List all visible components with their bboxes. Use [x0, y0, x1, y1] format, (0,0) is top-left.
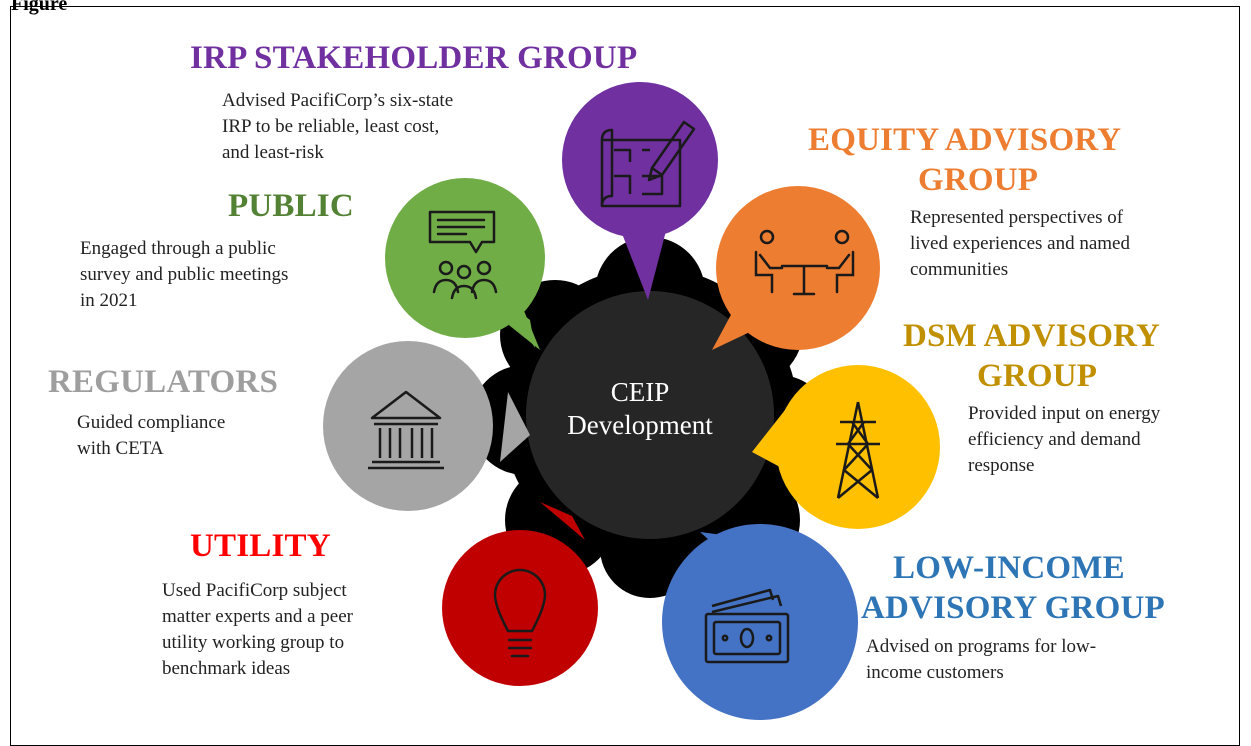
low-income-bubble [662, 524, 858, 720]
public-description: Engaged through a public survey and publ… [80, 236, 288, 314]
equity-desc-line: lived experiences and named [910, 233, 1130, 254]
equity-description: Represented perspectives of lived experi… [910, 205, 1130, 283]
figure-label: Figure [11, 0, 68, 15]
equity-desc-line: communities [910, 259, 1009, 280]
equity-title-line2: GROUP [918, 162, 1039, 198]
public-desc-line: in 2021 [80, 290, 138, 311]
dsm-desc-line: Provided input on energy [968, 403, 1161, 424]
center-label-line2: Development [567, 410, 713, 440]
irp-desc-line: and least-risk [222, 142, 324, 163]
dsm-title-line2: GROUP [977, 358, 1098, 394]
regulators-description: Guided compliance with CETA [77, 410, 225, 462]
regulators-desc-line: Guided compliance [77, 412, 226, 433]
utility-desc-line: matter experts and a peer [162, 606, 353, 627]
utility-description: Used PacifiCorp subject matter experts a… [162, 578, 353, 682]
utility-title: UTILITY [190, 528, 331, 564]
dsm-bubble [752, 365, 940, 529]
public-title: PUBLIC [228, 188, 354, 224]
low-income-description: Advised on programs for low- income cust… [866, 634, 1096, 686]
public-bubble [385, 178, 545, 350]
utility-bubble [442, 502, 598, 686]
regulators-bubble [323, 341, 530, 511]
money-icon [704, 588, 790, 664]
low-income-title-line2: ADVISORY GROUP [861, 590, 1165, 626]
people-chat-icon [428, 210, 498, 300]
low-income-desc-line: income customers [866, 662, 1004, 683]
utility-desc-line: Used PacifiCorp subject [162, 580, 347, 601]
courthouse-icon [368, 390, 444, 470]
irp-title: IRP STAKEHOLDER GROUP [190, 40, 638, 76]
irp-desc-line: Advised PacifiCorp’s six-state [222, 90, 454, 111]
lightbulb-icon [493, 568, 547, 658]
irp-description: Advised PacifiCorp’s six-state IRP to be… [222, 88, 453, 166]
equity-bubble [712, 186, 880, 350]
center-label-line1: CEIP [610, 377, 670, 407]
public-desc-line: Engaged through a public [80, 238, 276, 259]
equity-desc-line: Represented perspectives of [910, 207, 1124, 228]
dsm-desc-line: response [968, 455, 1035, 476]
blueprint-icon [600, 120, 696, 208]
dsm-desc-line: efficiency and demand [968, 429, 1141, 450]
dsm-description: Provided input on energy efficiency and … [968, 401, 1160, 479]
equity-title-line1: EQUITY ADVISORY [808, 122, 1122, 158]
dsm-title-line1: DSM ADVISORY [903, 318, 1161, 354]
public-desc-line: survey and public meetings [80, 264, 289, 285]
irp-bubble [562, 82, 718, 300]
meeting-icon [754, 229, 855, 296]
low-income-title-line1: LOW-INCOME [893, 550, 1125, 586]
irp-desc-line: IRP to be reliable, least cost, [222, 116, 440, 137]
center-label: CEIP Development [540, 376, 740, 442]
power-tower-icon [836, 401, 880, 499]
center-circle [526, 291, 774, 539]
regulators-desc-line: with CETA [77, 438, 164, 459]
low-income-desc-line: Advised on programs for low- [866, 636, 1097, 657]
utility-desc-line: benchmark ideas [162, 658, 291, 679]
utility-desc-line: utility working group to [162, 632, 345, 653]
regulators-title: REGULATORS [48, 364, 279, 400]
